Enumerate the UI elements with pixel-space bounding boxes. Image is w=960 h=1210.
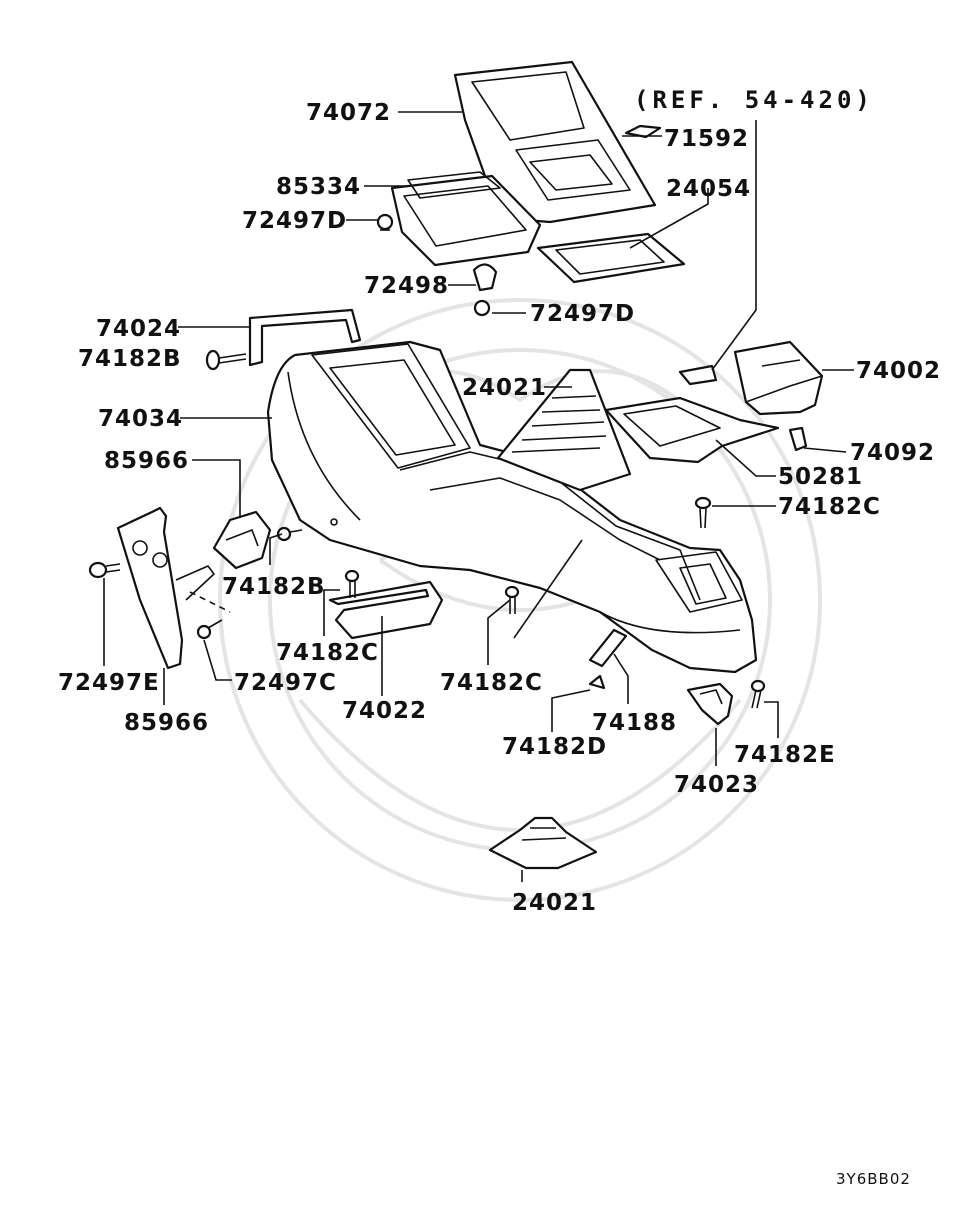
screw-74182e	[750, 679, 766, 709]
label-74092: 74092	[850, 440, 935, 466]
label-24021-lower: 24021	[512, 890, 597, 916]
main-console-74034	[266, 340, 758, 674]
shift-boot-24021-lower	[488, 816, 598, 870]
clip-74092	[788, 426, 808, 452]
label-74023: 74023	[674, 772, 759, 798]
clip-72498	[472, 263, 498, 292]
label-72497d-upper: 72497D	[242, 208, 347, 234]
label-74002: 74002	[856, 358, 941, 384]
bolt-74182b-upper	[205, 349, 247, 371]
reference-label: (REF. 54-420)	[634, 86, 874, 114]
bracket-85966-upper	[212, 510, 272, 570]
handle-74022	[328, 580, 444, 640]
label-85966-upper: 85966	[104, 448, 189, 474]
label-85966-lower: 85966	[124, 710, 209, 736]
screw-74182b-lower	[276, 526, 303, 542]
label-74182c-mid: 74182C	[440, 670, 543, 696]
screw-74182c-mid	[504, 585, 520, 614]
label-71592: 71592	[664, 126, 749, 152]
bracket-74023	[686, 682, 734, 726]
screw-72497d-lower	[473, 299, 491, 317]
label-24054: 24054	[666, 176, 751, 202]
bolt-72497e	[88, 561, 121, 579]
part-labels: (REF. 54-420) 74072 71592 85334 24054 72…	[58, 86, 941, 1188]
label-72497c: 72497C	[234, 670, 337, 696]
label-74072: 74072	[306, 100, 391, 126]
label-85334: 85334	[276, 174, 361, 200]
bezel-85334	[390, 171, 542, 267]
label-74182d: 74182D	[502, 734, 607, 760]
label-74182b-upper: 74182B	[78, 346, 182, 372]
screw-74182c-left	[344, 569, 360, 598]
label-74182c-left: 74182C	[276, 640, 379, 666]
console-top-panel-74072	[453, 60, 657, 224]
label-72498: 72498	[364, 273, 449, 299]
screw-74182d	[588, 674, 606, 690]
label-74034: 74034	[98, 406, 183, 432]
tab-ref	[678, 364, 718, 386]
strip-74188	[588, 628, 628, 668]
label-74182b-lower: 74182B	[222, 574, 326, 600]
label-72497e: 72497E	[58, 670, 160, 696]
label-74188: 74188	[592, 710, 677, 736]
shift-boot-24021-upper	[496, 368, 632, 492]
bracket-74024	[248, 308, 362, 367]
label-74022: 74022	[342, 698, 427, 724]
tray-50281	[604, 396, 780, 464]
label-74182e: 74182E	[734, 742, 836, 768]
label-74024: 74024	[96, 316, 181, 342]
label-74182c-right: 74182C	[778, 494, 881, 520]
side-panel-85966	[116, 506, 231, 670]
screw-74182c-right	[694, 496, 712, 529]
label-24021-upper: 24021	[462, 375, 547, 401]
label-50281: 50281	[778, 464, 863, 490]
leader-lines	[103, 111, 854, 882]
label-72497d-lower: 72497D	[530, 301, 635, 327]
screw-72497c	[196, 619, 223, 640]
plate-24054	[536, 232, 686, 284]
screw-72497d-upper	[376, 213, 394, 231]
ashtray-74002	[733, 340, 824, 416]
drawing-code: 3Y6BB02	[836, 1170, 911, 1188]
